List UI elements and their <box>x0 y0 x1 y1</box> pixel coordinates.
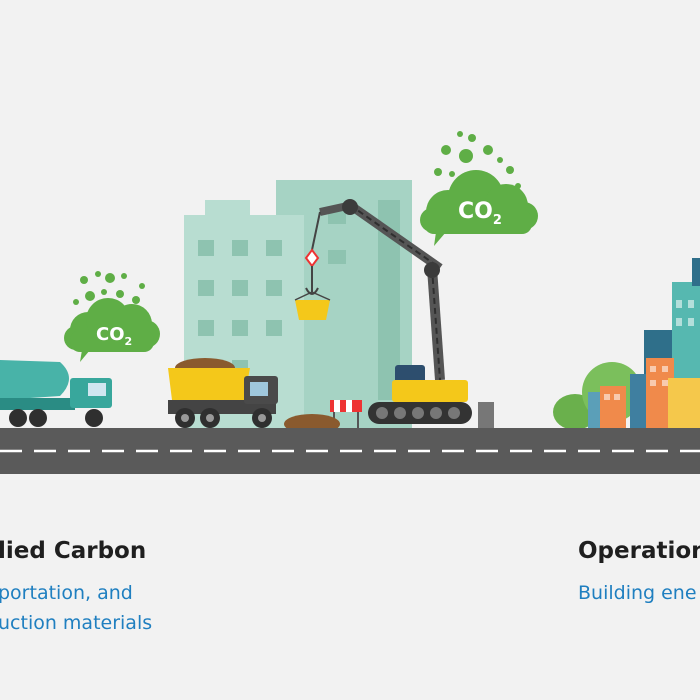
operational-carbon-line-1: Building ene <box>578 582 697 604</box>
svg-text:CO2: CO2 <box>96 324 132 348</box>
embodied-carbon-line-2: uction materials <box>0 612 153 634</box>
cement-mixer-truck <box>0 360 112 427</box>
svg-text:CO2: CO2 <box>458 199 502 228</box>
co2-label: CO <box>96 324 125 345</box>
crane <box>294 199 472 424</box>
co2-cloud-right: CO2 <box>420 131 538 246</box>
co2-subscript: 2 <box>125 335 133 348</box>
embodied-carbon-line-1: portation, and <box>0 582 133 604</box>
co2-subscript: 2 <box>493 213 502 228</box>
city-skyline <box>553 258 700 430</box>
embodied-carbon-heading: lied Carbon <box>0 538 147 564</box>
co2-cloud-left: CO2 <box>64 271 160 362</box>
co2-label: CO <box>458 199 493 224</box>
road <box>0 428 700 474</box>
dump-truck <box>168 358 278 428</box>
operational-carbon-heading: Operation <box>578 538 700 564</box>
